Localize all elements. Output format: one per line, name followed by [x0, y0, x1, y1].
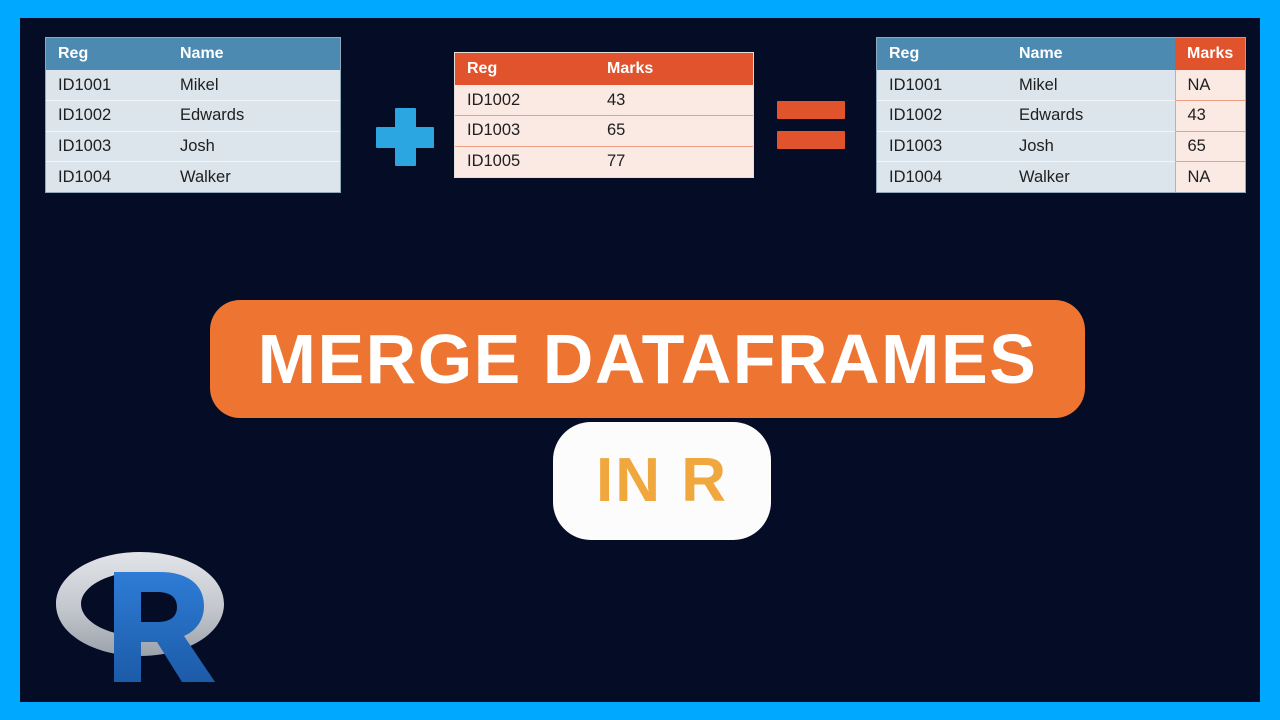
plus-icon-vertical-bar [395, 108, 416, 166]
cell-reg: ID1003 [455, 115, 595, 146]
cell-reg: ID1003 [46, 130, 168, 162]
cell-marks: NA [1174, 70, 1245, 101]
names-dataframe-table: Reg Name ID1001 Mikel ID1002 Edwards ID1… [46, 38, 340, 192]
cell-name: Walker [1007, 161, 1175, 192]
table-row: ID1003 Josh [46, 130, 340, 162]
page-title: MERGE DATAFRAMES [257, 320, 1038, 398]
table-header-row: Reg Name Marks [877, 38, 1245, 70]
cell-marks: 77 [595, 145, 753, 177]
table-row: ID1003 65 [455, 115, 753, 146]
table-header-row: Reg Name [46, 38, 340, 70]
cell-reg: ID1005 [455, 145, 595, 177]
marks-dataframe-table: Reg Marks ID1002 43 ID1003 65 ID1005 77 [455, 53, 753, 177]
cell-reg: ID1002 [467, 90, 521, 109]
cell-reg: ID1002 [46, 100, 168, 131]
table-header-row: Reg Marks [455, 53, 753, 85]
column-header-reg: Reg [455, 53, 595, 85]
cell-name: Edwards [168, 100, 340, 131]
cell-reg: ID1004 [877, 161, 1007, 192]
equals-icon-top-bar [777, 101, 845, 119]
table-row: ID1002 Edwards 43 [877, 100, 1245, 131]
cell-marks: 65 [595, 115, 753, 146]
table-row: ID1004 Walker NA [877, 161, 1245, 192]
cell-name: Mikel [180, 75, 219, 94]
cell-marks: NA [1174, 161, 1245, 192]
cell-marks: 43 [1174, 100, 1245, 131]
cell-reg: ID1004 [46, 161, 168, 192]
table-row: ID1002 43 [455, 85, 753, 116]
column-header-marks: Marks [1175, 38, 1245, 70]
column-header-marks: Marks [595, 53, 753, 85]
cell-reg: ID1001 [58, 75, 112, 94]
cell-name: Edwards [1007, 100, 1175, 131]
cell-name: Walker [168, 161, 340, 192]
table-row: ID1002 Edwards [46, 100, 340, 131]
column-header-reg: Reg [46, 38, 168, 70]
table-row: ID1001 Mikel NA [877, 70, 1245, 101]
r-language-logo [40, 538, 240, 688]
table-row: ID1003 Josh 65 [877, 130, 1245, 162]
column-header-reg: Reg [877, 38, 1007, 70]
cell-name: Josh [1007, 130, 1175, 162]
column-header-name: Name [1007, 38, 1175, 70]
cell-name: Mikel [1019, 75, 1058, 94]
plus-icon [376, 108, 434, 166]
subtitle-pill: IN R [553, 422, 771, 540]
cell-reg: ID1001 [889, 75, 943, 94]
cell-marks: 43 [607, 90, 626, 109]
title-banner: MERGE DATAFRAMES [210, 300, 1085, 418]
r-logo-letter [114, 572, 215, 682]
equals-icon [777, 101, 845, 149]
equals-icon-bottom-bar [777, 131, 845, 149]
cell-reg: ID1002 [877, 100, 1007, 131]
cell-name: Josh [168, 130, 340, 162]
table-row: ID1004 Walker [46, 161, 340, 192]
slide-stage: Reg Name ID1001 Mikel ID1002 Edwards ID1… [20, 18, 1260, 702]
table-row: ID1001 Mikel [46, 70, 340, 101]
table-row: ID1005 77 [455, 145, 753, 177]
column-header-name: Name [168, 38, 340, 70]
r-logo-svg [56, 552, 224, 682]
cell-marks: 65 [1174, 130, 1245, 162]
merged-dataframe-table: Reg Name Marks ID1001 Mikel NA ID1002 Ed… [877, 38, 1245, 192]
cell-reg: ID1003 [877, 130, 1007, 162]
page-subtitle: IN R [596, 446, 728, 515]
